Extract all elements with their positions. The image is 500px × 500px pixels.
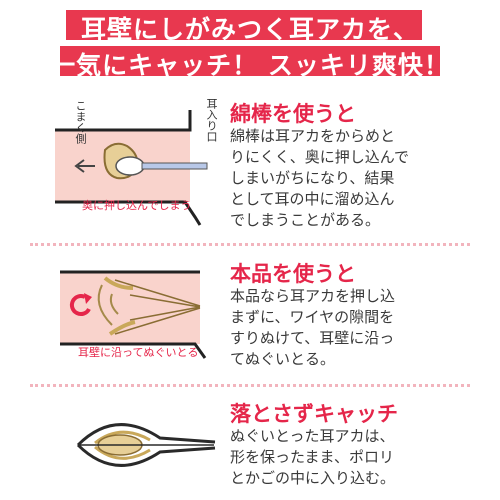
body-line: 本品なら耳アカを押し込 <box>230 287 396 305</box>
body-line: でしまうことがある。 <box>230 211 381 229</box>
divider <box>30 384 470 387</box>
section-body-catch: ぬぐいとった耳アカは、 形を保ったまま、ポロリ とかごの中に入り込む。 <box>230 426 492 489</box>
body-line: すりぬけて、耳壁に沿っ <box>230 329 395 347</box>
header-line-1: 耳壁にしがみつく耳アカを、 <box>80 15 419 44</box>
side-label-entrance: 耳入り口 <box>205 98 218 142</box>
body-line: てぬぐいとる。 <box>230 350 336 368</box>
header-line-2: 一気にキャッチ！ スッキリ爽快！ <box>50 51 450 80</box>
section-title-this-product: 本品を使うと <box>230 262 356 286</box>
section-title-cotton-swab: 綿棒を使うと <box>230 102 356 126</box>
body-line: として耳の中に溜め込ん <box>230 190 395 208</box>
side-label-eardrum: こまく側 <box>74 100 87 144</box>
basket-tip-illustration <box>76 423 216 467</box>
section-title-catch: 落とさずキャッチ <box>230 402 398 426</box>
section-body-cotton-swab: 綿棒は耳アカをからめと りにくく、奥に押し込んで しまいがちになり、結果 として… <box>230 126 492 231</box>
header-band-2 <box>60 46 440 76</box>
body-line: りにくく、奥に押し込んで <box>230 148 409 166</box>
product-illustration <box>60 270 207 359</box>
caption-push-in: 奥に押し込んでしまう <box>82 199 192 212</box>
header-band-1 <box>66 10 422 40</box>
section-body-this-product: 本品なら耳アカを押し込 まずに、ワイヤの隙間を すりぬけて、耳壁に沿っ てぬぐい… <box>230 286 492 370</box>
body-line: とかごの中に入り込む。 <box>230 469 396 487</box>
body-line: 綿棒は耳アカをからめと <box>230 127 396 145</box>
cotton-swab-illustration <box>55 110 208 226</box>
body-line: ぬぐいとった耳アカは、 <box>230 427 395 445</box>
body-line: しまいがちになり、結果 <box>230 169 395 187</box>
caption-wipe-along-wall: 耳壁に沿ってぬぐいとる <box>78 346 199 359</box>
divider <box>30 243 470 246</box>
body-line: まずに、ワイヤの隙間を <box>230 308 395 326</box>
body-line: 形を保ったまま、ポロリ <box>230 448 394 466</box>
